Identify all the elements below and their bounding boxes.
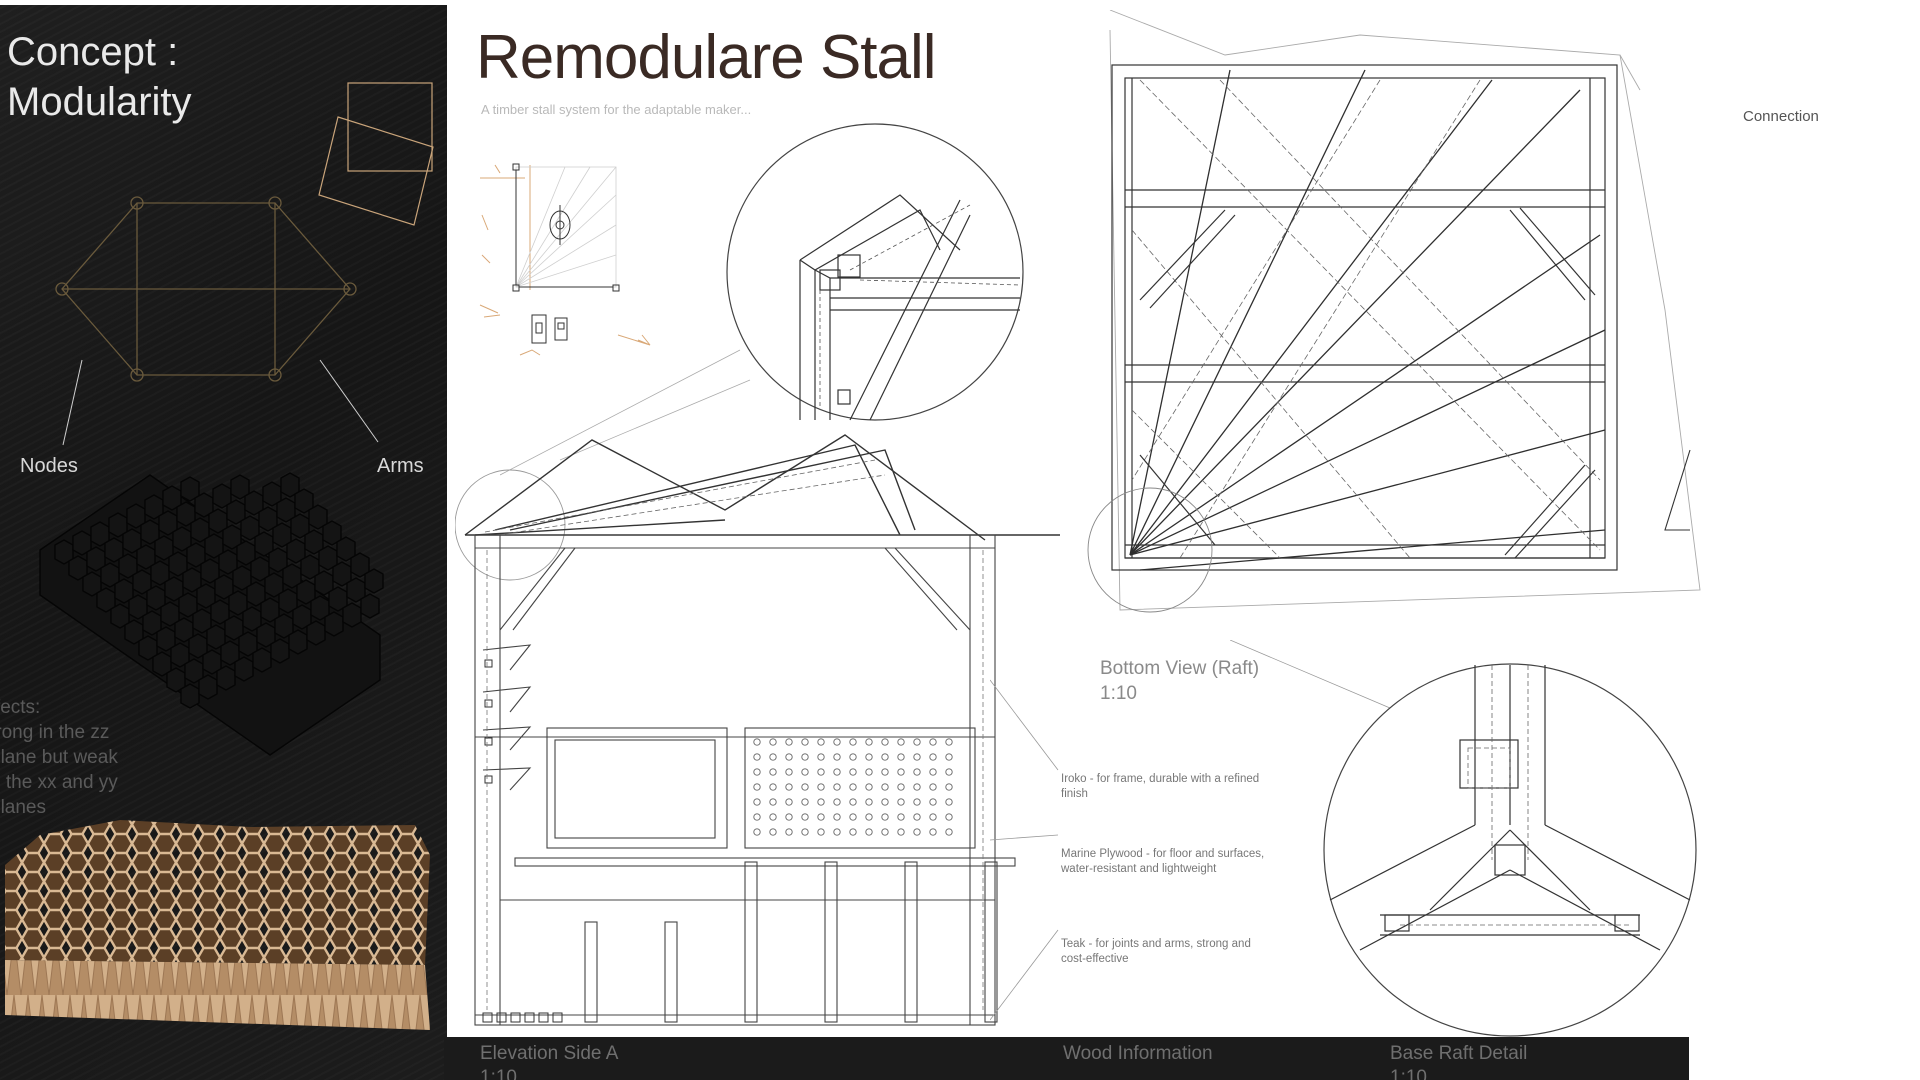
connection-label: Connection: [1743, 108, 1819, 125]
hand-sketch: [479, 163, 651, 356]
bottom-view-title: Bottom View (Raft): [1100, 658, 1260, 679]
base-raft-caption: Base Raft Detail 1:10: [1390, 1042, 1527, 1080]
effects-line: planes: [0, 797, 46, 818]
effects-line: n the xx and yy: [0, 772, 118, 793]
page-subtitle: A timber stall system for the adaptable …: [481, 102, 752, 117]
effects-text: ffects: trong in the zz plane but weak n…: [0, 695, 140, 820]
effects-line: trong in the zz: [0, 722, 110, 743]
concept-title-line2: Modularity: [7, 80, 192, 124]
wood-note-iroko: Iroko - for frame, durable with a refine…: [1061, 773, 1260, 800]
bottom-view-scale: 1:10: [1100, 683, 1137, 704]
bottom-view-raft: [1087, 10, 1701, 613]
base-raft-title: Base Raft Detail: [1390, 1043, 1528, 1064]
arms-label: Arms: [377, 455, 424, 477]
concept-diagram: [39, 82, 434, 756]
concept-title-line1: Concept :: [7, 30, 179, 74]
leader-lines: [500, 349, 751, 476]
base-raft-scale: 1:10: [1390, 1067, 1427, 1080]
effects-line: ffects:: [0, 697, 41, 718]
wood-information-caption: Wood Information: [1063, 1043, 1213, 1064]
page-title: Remodulare Stall: [476, 23, 937, 92]
caption-bar: Elevation Side A 1:10 Wood Information B…: [444, 1037, 1689, 1080]
concept-title: Concept : Modularity: [7, 27, 307, 127]
wood-note-marine-plywood: Marine Plywood - for floor and surfaces,…: [1061, 848, 1265, 875]
nodes-label: Nodes: [20, 455, 78, 477]
wood-leader-lines: [990, 679, 1059, 1021]
elevation-title: Elevation Side A: [480, 1043, 619, 1064]
elevation-caption: Elevation Side A 1:10: [480, 1042, 618, 1080]
base-raft-detail: [1323, 663, 1697, 1037]
concept-panel: Concept : Modularity Nodes Arms ffects: …: [0, 5, 447, 1080]
wood-note-teak: Teak - for joints and arms, strong and c…: [1061, 938, 1251, 965]
honeycomb-isometric: [39, 472, 384, 756]
effects-line: plane but weak: [0, 747, 118, 768]
cardboard-honeycomb-photo: [5, 820, 430, 1030]
elevation-drawing: [455, 434, 1060, 1026]
bottom-view-label: Bottom View (Raft) 1:10: [1100, 656, 1259, 706]
elevation-scale: 1:10: [480, 1067, 517, 1080]
bottom-view-leader: [1230, 640, 1391, 709]
corner-joint-detail: [726, 123, 1024, 421]
